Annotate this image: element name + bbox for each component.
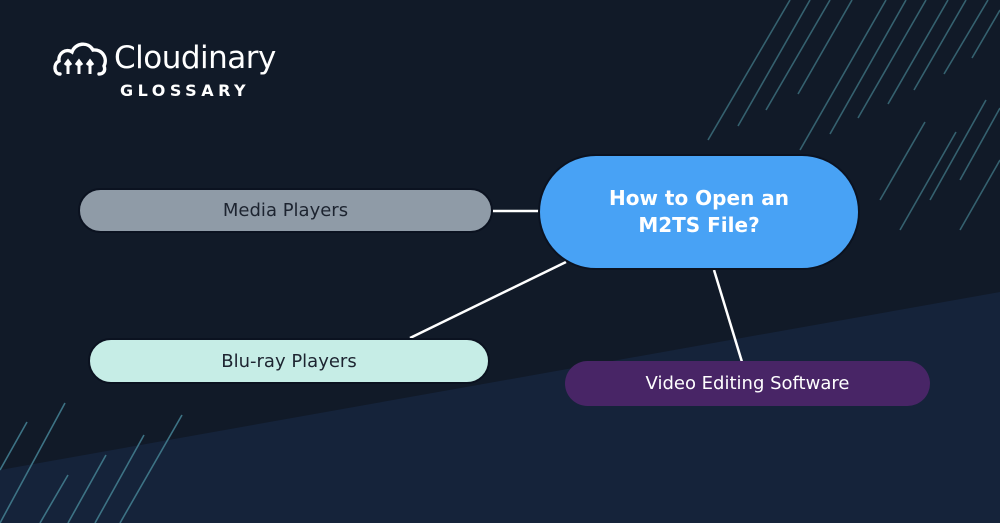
brand-subtitle: GLOSSARY [120,81,251,100]
decor-line [0,402,66,523]
decor-line [959,159,1000,231]
connector-bluray-players [409,260,567,340]
lower-background-band [0,292,1000,523]
cloudinary-logo: Cloudinary GLOSSARY [52,38,276,100]
decor-line [879,121,926,201]
cloud-icon [53,42,107,76]
decor-line [707,0,791,141]
brand-name: Cloudinary [114,40,276,76]
decor-line [799,0,887,151]
decor-line [913,0,967,91]
diagonal-lines-bottom-left [0,402,183,523]
decor-line [943,0,989,75]
decor-line [0,421,28,471]
branch-node-video-editing-software: Video Editing Software [565,361,930,406]
decor-line [899,131,957,231]
decor-line [737,0,811,127]
branch-label: Media Players [222,200,349,221]
decor-line [929,99,987,201]
decor-line [797,0,853,95]
branch-node-media-players: Media Players [78,188,493,233]
decor-line [959,107,1000,181]
decor-line [887,0,949,105]
decor-line [67,454,107,523]
decor-line [971,9,1000,59]
branch-label: Blu-ray Players [221,350,357,372]
center-topic-label: How to Open an M2TS File? [609,186,789,237]
branch-node-bluray-players: Blu-ray Players [88,338,490,384]
decor-line [857,0,927,119]
center-topic-node: How to Open an M2TS File? [538,154,860,270]
decor-line [765,0,831,111]
decor-line [119,414,183,523]
branch-label: Video Editing Software [645,373,850,394]
diagonal-lines-top-right [707,0,1000,231]
connector-video-editing [712,269,744,363]
decor-line [94,434,145,523]
decor-line [39,474,69,523]
connectors [409,209,744,363]
decor-line [829,0,907,135]
